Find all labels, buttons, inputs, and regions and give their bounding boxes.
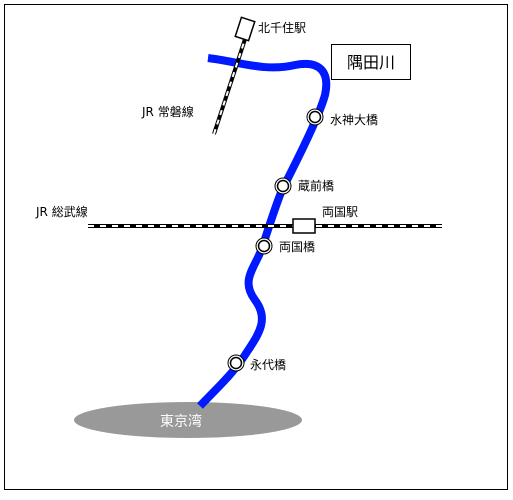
bridge-kuramae-bashi-label: 蔵前橋 (298, 178, 334, 193)
railway-joban (212, 29, 250, 135)
bridge-eitai-bashi-label: 永代橋 (250, 358, 286, 372)
bridge-suijin-ohashi-marker (306, 108, 324, 126)
tokyo-bay (74, 402, 302, 438)
railway-joban-label: JR 常磐線 (141, 104, 194, 119)
bridge-ryogoku-bashi-label: 両国橋 (279, 240, 315, 254)
station-kitasenju-marker (234, 16, 256, 42)
bridge-eitai-bashi-marker (227, 354, 245, 372)
tokyo-bay-label: 東京湾 (160, 413, 202, 430)
map-title: 隅田川 (347, 53, 395, 72)
map-border (4, 4, 508, 490)
bridge-suijin-ohashi-label: 水神大橋 (330, 113, 378, 127)
bridge-ryogoku-bashi-marker (255, 237, 273, 255)
railway-sobu-label: JR 総武線 (35, 204, 88, 219)
station-ryogoku-label: 両国駅 (322, 205, 358, 219)
bridge-kuramae-bashi-marker (274, 177, 292, 195)
station-kitasenju-label: 北千住駅 (258, 21, 306, 35)
station-ryogoku-marker (292, 218, 316, 234)
title-box (331, 44, 411, 80)
sumida-river (197, 54, 331, 409)
